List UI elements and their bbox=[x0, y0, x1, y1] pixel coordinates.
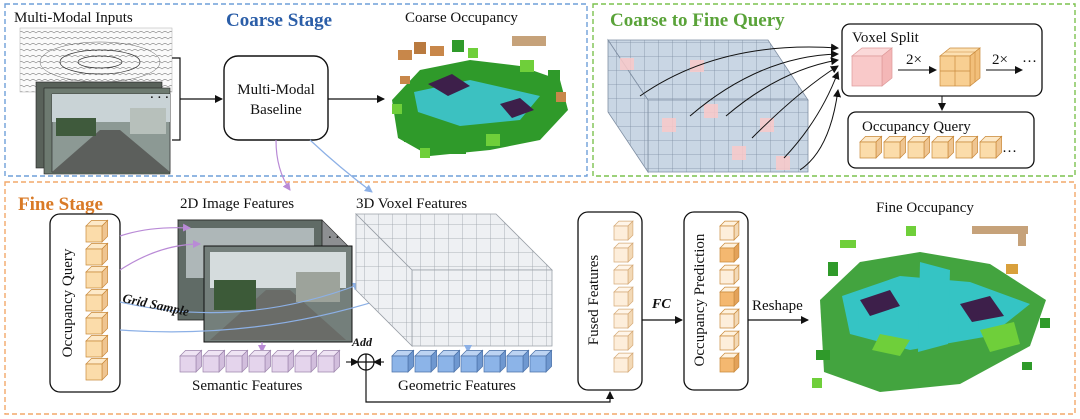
query-cube bbox=[85, 357, 109, 381]
multi-modal-inputs-label: Multi-Modal Inputs bbox=[14, 10, 133, 26]
split-ellipsis: ··· bbox=[1022, 54, 1037, 70]
geometric-feature-cube bbox=[506, 349, 530, 373]
geometric-feature-cube bbox=[460, 349, 484, 373]
fine-occupancy-query-cubes bbox=[85, 219, 109, 381]
lidar-point-cloud-image bbox=[19, 27, 173, 93]
semantic-feature-cube bbox=[317, 349, 341, 373]
geometric-feature-cube bbox=[437, 349, 461, 373]
occupancy-prediction-cubes bbox=[719, 220, 740, 373]
fused-feature-cube bbox=[613, 264, 634, 285]
split-factor-2: 2× bbox=[992, 52, 1008, 68]
occupancy-query-cubes-top bbox=[859, 135, 1003, 159]
coarse-voxel-grid bbox=[607, 38, 809, 174]
geometric-feature-cube bbox=[391, 349, 415, 373]
reshape-label: Reshape bbox=[752, 298, 803, 314]
occupancy-query-label-top: Occupancy Query bbox=[862, 119, 971, 135]
svg-text:. .: . . bbox=[328, 226, 339, 242]
svg-text:. . .: . . . bbox=[150, 86, 169, 102]
fine-stage-title: Fine Stage bbox=[18, 194, 103, 215]
geometric-feature-cube bbox=[529, 349, 553, 373]
fused-feature-cube bbox=[613, 352, 634, 373]
voxel-features-label: 3D Voxel Features bbox=[356, 196, 467, 212]
geometric-features-label: Geometric Features bbox=[398, 378, 516, 394]
coarse-occupancy-render bbox=[392, 36, 568, 158]
prediction-cube bbox=[719, 330, 740, 351]
coarse-stage-panel bbox=[4, 3, 588, 177]
camera-image-stack: . . . bbox=[35, 81, 171, 175]
semantic-feature-cube bbox=[248, 349, 272, 373]
semantic-feature-cube bbox=[202, 349, 226, 373]
occupancy-prediction-label: Occupancy Prediction bbox=[692, 233, 708, 366]
semantic-feature-cube bbox=[179, 349, 203, 373]
add-label: Add bbox=[351, 335, 373, 349]
fused-feature-cubes bbox=[613, 220, 634, 373]
prediction-cube bbox=[719, 242, 740, 263]
coarse-voxel-cube bbox=[851, 47, 893, 87]
fused-feature-cube bbox=[613, 286, 634, 307]
fc-label: FC bbox=[651, 297, 671, 312]
baseline-label-line1: Multi-Modal bbox=[237, 82, 315, 98]
semantic-features-label: Semantic Features bbox=[192, 378, 303, 394]
fine-occupancy-query-label: Occupancy Query bbox=[60, 248, 76, 357]
query-cube bbox=[85, 334, 109, 358]
split-voxel-cube bbox=[939, 47, 981, 87]
query-cube bbox=[85, 242, 109, 266]
fine-stage-panel bbox=[4, 181, 1076, 415]
geometric-feature-cube bbox=[414, 349, 438, 373]
prediction-cube bbox=[719, 308, 740, 329]
fused-feature-cube bbox=[613, 220, 634, 241]
query-cube bbox=[883, 135, 907, 159]
query-cube bbox=[85, 219, 109, 243]
semantic-feature-cube bbox=[225, 349, 249, 373]
query-ellipsis: ··· bbox=[1002, 144, 1017, 160]
image-features-label: 2D Image Features bbox=[180, 196, 294, 212]
query-cube bbox=[955, 135, 979, 159]
query-cube bbox=[85, 288, 109, 312]
voxel-split-label: Voxel Split bbox=[852, 30, 920, 46]
geometric-feature-cubes bbox=[391, 349, 553, 373]
fused-feature-cube bbox=[613, 308, 634, 329]
query-cube bbox=[85, 311, 109, 335]
geometric-feature-cube bbox=[483, 349, 507, 373]
coarse-to-fine-title: Coarse to Fine Query bbox=[610, 10, 785, 31]
query-cube bbox=[859, 135, 883, 159]
semantic-feature-cube bbox=[294, 349, 318, 373]
query-cube bbox=[979, 135, 1003, 159]
coarse-occupancy-label: Coarse Occupancy bbox=[405, 10, 518, 26]
multi-modal-baseline-box bbox=[223, 55, 329, 141]
prediction-cube bbox=[719, 352, 740, 373]
coarse-stage-title: Coarse Stage bbox=[226, 10, 332, 31]
semantic-feature-cube bbox=[271, 349, 295, 373]
semantic-feature-cubes bbox=[179, 349, 341, 373]
fine-occupancy-render bbox=[812, 226, 1050, 392]
fine-occupancy-label: Fine Occupancy bbox=[876, 200, 974, 216]
query-cube bbox=[907, 135, 931, 159]
voxel-feature-grid bbox=[355, 213, 553, 347]
baseline-label-line2: Baseline bbox=[250, 102, 302, 118]
prediction-cube bbox=[719, 286, 740, 307]
fused-features-label: Fused Features bbox=[586, 255, 602, 346]
prediction-cube bbox=[719, 264, 740, 285]
query-cube bbox=[931, 135, 955, 159]
split-factor-1: 2× bbox=[906, 52, 922, 68]
query-cube bbox=[85, 265, 109, 289]
fused-feature-cube bbox=[613, 330, 634, 351]
coarse-to-fine-panel bbox=[592, 3, 1076, 177]
image-feature-maps: . . bbox=[177, 219, 353, 343]
prediction-cube bbox=[719, 220, 740, 241]
fused-feature-cube bbox=[613, 242, 634, 263]
